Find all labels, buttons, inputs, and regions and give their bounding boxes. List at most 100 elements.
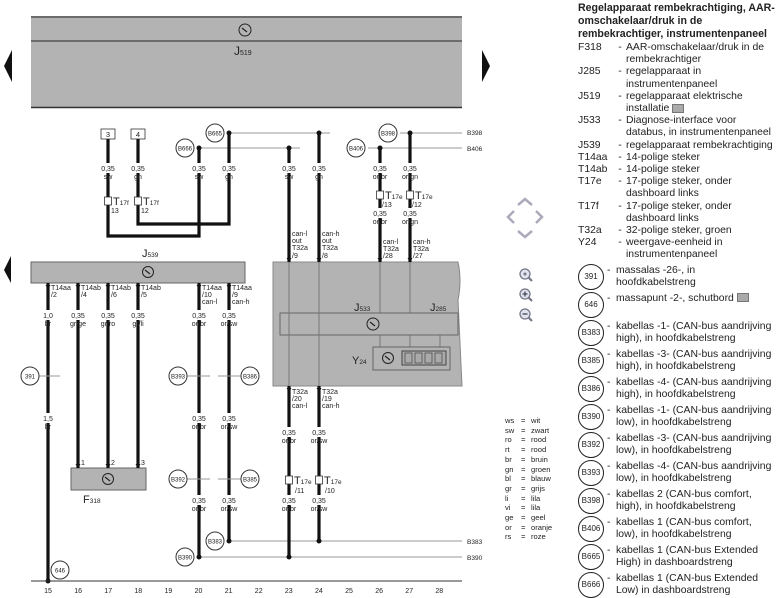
legend-description: 14-polige steker bbox=[626, 151, 700, 163]
color-code: li bbox=[505, 493, 509, 503]
component-legend: Regelapparaat rembekrachtiging, AAR-omsc… bbox=[578, 2, 776, 598]
color-name: rood bbox=[531, 435, 547, 445]
legend-splice-item: B666-kabellas 1 (CAN-bus Extended Low) i… bbox=[578, 571, 776, 598]
legend-splice-item: 646-massapunt -2-, schutbord bbox=[578, 291, 776, 318]
legend-description: regelapparaat rembekrachtiging bbox=[626, 139, 773, 151]
wire-label: T32a bbox=[292, 389, 308, 396]
control-unit-symbol-icon bbox=[366, 317, 380, 331]
splice-label: B383 bbox=[208, 539, 223, 545]
legend-description: massalas -26-, in hoofdkabelstreng bbox=[616, 264, 696, 288]
splice-label: B406 bbox=[349, 146, 364, 152]
pin-arrow-icon bbox=[196, 285, 202, 289]
next-page-arrow-icon[interactable] bbox=[482, 50, 490, 82]
wire-color-label: gn bbox=[225, 174, 233, 181]
pin-arrow-icon bbox=[316, 388, 322, 392]
column-number: 23 bbox=[285, 588, 293, 595]
connector-icon bbox=[315, 475, 323, 485]
legend-dash: - bbox=[618, 225, 622, 237]
zoom-fit-icon[interactable] bbox=[519, 268, 533, 282]
legend-dash: - bbox=[607, 264, 611, 276]
wire-label: /10 bbox=[202, 292, 212, 299]
wire-gauge-label: 0,35 bbox=[192, 416, 206, 423]
svg-text:J533: J533 bbox=[354, 302, 371, 314]
zoom-out-icon[interactable] bbox=[519, 308, 533, 322]
connector-label: T17e bbox=[385, 190, 403, 202]
wire-color-label: or/br bbox=[282, 506, 297, 513]
legend-dash: - bbox=[618, 90, 622, 102]
wire-label: /9 bbox=[232, 292, 238, 299]
wire-color-label: or/sw bbox=[311, 438, 329, 445]
chevron-down-icon[interactable] bbox=[517, 230, 533, 239]
display-unit-symbol-icon bbox=[382, 350, 447, 366]
splice-symbol: B392 bbox=[578, 431, 604, 458]
previous-page-arrow-icon[interactable] bbox=[4, 50, 12, 82]
equals-sign: = bbox=[521, 454, 526, 464]
legend-item: F318-AAR-omschakelaar/druk in de rembekr… bbox=[578, 42, 776, 66]
splice-symbol: 646 bbox=[578, 291, 604, 318]
equals-sign: = bbox=[521, 503, 526, 513]
wire-gauge-label: 0,35 bbox=[312, 430, 326, 437]
pin-arrow-icon bbox=[45, 285, 51, 289]
legend-description: massapunt -2-, schutbord bbox=[616, 292, 734, 304]
zoom-in-icon[interactable] bbox=[519, 288, 533, 302]
svg-text:F318: F318 bbox=[83, 494, 101, 506]
wire-label: T14ab bbox=[141, 285, 161, 292]
legend-item: J539-regelapparaat rembekrachtiging bbox=[578, 140, 776, 152]
color-code-row: rt=rood bbox=[505, 445, 552, 455]
column-number: 28 bbox=[435, 588, 443, 595]
splice-label: B665 bbox=[208, 131, 223, 137]
connector-pin-label: 13 bbox=[111, 208, 119, 215]
column-number: 19 bbox=[165, 588, 173, 595]
wire-label: can-l bbox=[202, 299, 218, 306]
color-code-row: gr=grijs bbox=[505, 484, 552, 494]
pin-arrow-icon bbox=[316, 258, 322, 262]
wire-label: can-l bbox=[292, 231, 308, 238]
legend-dash: - bbox=[607, 572, 611, 584]
chevron-right-icon[interactable] bbox=[535, 210, 544, 224]
legend-code: J533 bbox=[578, 115, 601, 127]
color-code-row: ge=geel bbox=[505, 513, 552, 523]
pin-arrow-icon bbox=[135, 464, 141, 468]
camera-icon[interactable] bbox=[736, 293, 749, 303]
legend-dash: - bbox=[618, 176, 622, 188]
wire-label: /27 bbox=[413, 253, 423, 260]
legend-description: 17-polige steker, onder dashboard links bbox=[626, 200, 732, 224]
color-code: bl bbox=[505, 474, 511, 484]
bus-line-label: B406 bbox=[467, 146, 483, 153]
legend-code: Y24 bbox=[578, 237, 597, 249]
color-code-row: sw=zwart bbox=[505, 426, 552, 436]
connector-label: T17e bbox=[324, 475, 342, 487]
legend-item: T14ab-14-polige steker bbox=[578, 164, 776, 176]
legend-dash: - bbox=[607, 488, 611, 500]
splice-symbol: 391 bbox=[578, 263, 604, 290]
wire-gauge-label: 0,35 bbox=[101, 313, 115, 320]
color-code: or bbox=[505, 522, 512, 532]
legend-dash: - bbox=[607, 348, 611, 360]
bus-lines bbox=[36, 132, 462, 558]
color-code: vi bbox=[505, 503, 511, 513]
legend-description: AAR-omschakelaar/druk in de rembekrachti… bbox=[626, 42, 765, 66]
wire-label: can-h bbox=[413, 239, 431, 246]
wire-color-label: gr/ge bbox=[70, 321, 86, 328]
chevron-left-icon[interactable] bbox=[506, 210, 515, 224]
previous-section-arrow-icon[interactable] bbox=[4, 256, 11, 283]
chevron-up-icon[interactable] bbox=[517, 197, 533, 206]
wire-color-label: gn bbox=[134, 174, 142, 181]
legend-description: kabellas -1- (CAN-bus aandrijving low), … bbox=[616, 404, 772, 428]
splice-label: B398 bbox=[381, 131, 396, 137]
connector-pin-label: /12 bbox=[412, 202, 422, 209]
wire-gauge-label: 0,35 bbox=[192, 498, 206, 505]
legend-dash: - bbox=[618, 66, 622, 78]
pin-arrow-icon bbox=[105, 285, 111, 289]
legend-code: T17e bbox=[578, 176, 602, 188]
camera-icon[interactable] bbox=[672, 103, 685, 113]
splice-b390: B390 bbox=[175, 547, 195, 567]
color-code: gr bbox=[505, 483, 512, 493]
legend-dash: - bbox=[607, 320, 611, 332]
pin-arrow-icon bbox=[407, 258, 413, 262]
legend-dash: - bbox=[618, 42, 622, 53]
legend-code: T14ab bbox=[578, 164, 608, 176]
legend-item: T17f-17-polige steker, onder dashboard l… bbox=[578, 201, 776, 225]
bus-line-label: B390 bbox=[467, 555, 483, 562]
